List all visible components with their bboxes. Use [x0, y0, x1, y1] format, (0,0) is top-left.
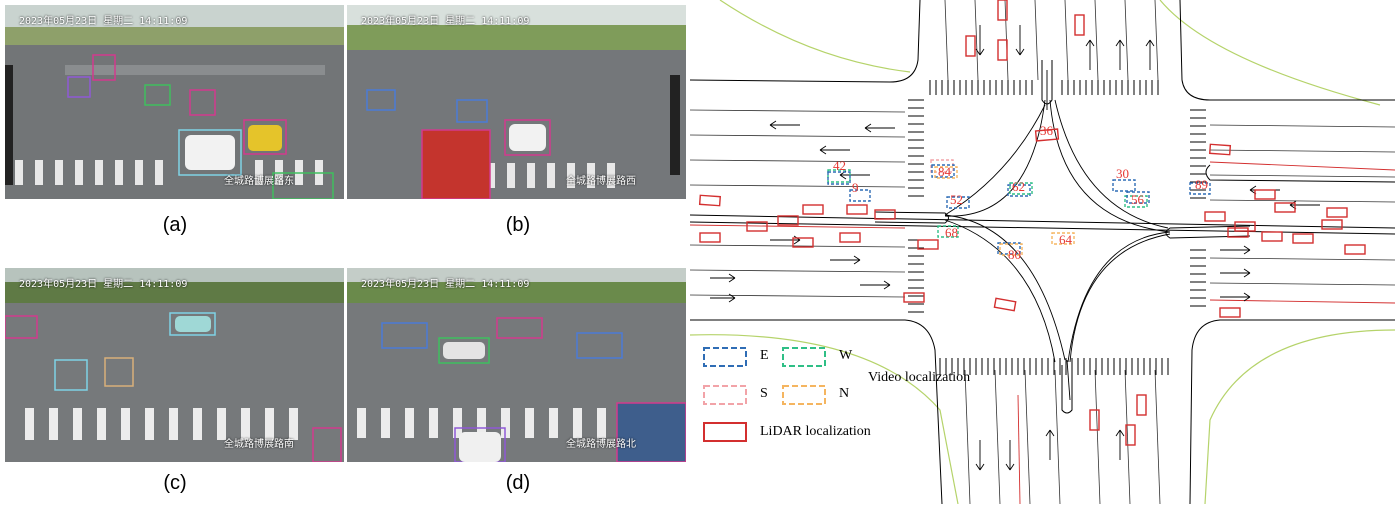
video-id-label: 56 — [1131, 192, 1145, 207]
legend-label-video: Video localization — [868, 370, 971, 385]
legend-label-lidar: LiDAR localization — [760, 424, 871, 439]
camera-timestamp: 2023年05月23日 星期二 14:11:09 — [361, 279, 530, 290]
turn-paths — [944, 70, 1171, 401]
lane-lines — [689, 0, 1395, 505]
camera-watermark: 全城路博展路南 — [224, 439, 294, 450]
legend-swatch-lidar — [703, 422, 747, 442]
intersection-map-svg: 42 9 84 52 62 36 68 80 64 30 56 89 — [689, 0, 1395, 505]
camera-watermark: 全城路博展路北 — [566, 439, 636, 450]
video-id-label: 89 — [1195, 177, 1208, 192]
legend-swatch-west — [782, 347, 826, 367]
video-id-label: 36 — [1040, 123, 1054, 138]
camera-watermark: 全城路博展路东 — [224, 176, 294, 187]
video-id-label: 68 — [945, 225, 958, 240]
road-boundary-green — [689, 0, 1395, 505]
legend-label-west: W — [839, 348, 853, 363]
video-id-label: 30 — [1116, 166, 1129, 181]
camera-view-a: 2023年05月23日 星期二 14:11:09 全城路博展路东 — [5, 5, 344, 199]
caption-b: (b) — [505, 214, 531, 236]
video-id-label: 64 — [1059, 232, 1073, 247]
intersection-map: 42 9 84 52 62 36 68 80 64 30 56 89 E W S… — [689, 0, 1395, 505]
legend-label-south: S — [760, 386, 768, 401]
video-id-label: 84 — [938, 164, 952, 179]
camera-timestamp: 2023年05月23日 星期二 14:11:09 — [19, 16, 188, 27]
video-id-label: 9 — [852, 180, 859, 195]
camera-scene-b — [347, 5, 686, 199]
camera-view-d: 2023年05月23日 星期二 14:11:09 全城路博展路北 — [347, 268, 686, 462]
caption-d: (d) — [505, 472, 531, 494]
crosswalks — [908, 80, 1206, 375]
video-boxes — [827, 159, 1211, 256]
caption-c: (c) — [163, 472, 187, 494]
legend-swatch-north — [782, 385, 826, 405]
video-id-label: 42 — [833, 158, 846, 173]
legend-label-east: E — [760, 348, 769, 363]
camera-view-b: 2023年05月23日 星期二 14:11:09 全城路博展路西 — [347, 5, 686, 199]
video-ids: 42 9 84 52 62 36 68 80 64 30 56 89 — [833, 123, 1208, 262]
lidar-boxes — [698, 0, 1366, 446]
video-id-label: 52 — [950, 192, 963, 207]
camera-view-c: 2023年05月23日 星期二 14:11:09 全城路博展路南 — [5, 268, 344, 462]
camera-scene-d — [347, 268, 686, 462]
legend-swatch-east — [703, 347, 747, 367]
legend-swatches — [703, 347, 826, 405]
red-separators — [689, 161, 1395, 505]
camera-scene-c — [5, 268, 344, 462]
caption-a: (a) — [162, 214, 188, 236]
lane-arrows — [710, 25, 1320, 471]
legend-label-north: N — [839, 386, 850, 401]
camera-timestamp: 2023年05月23日 星期二 14:11:09 — [361, 16, 530, 27]
camera-scene-a — [5, 5, 344, 199]
camera-timestamp: 2023年05月23日 星期二 14:11:09 — [19, 279, 188, 290]
video-id-label: 62 — [1012, 179, 1025, 194]
video-id-label: 80 — [1008, 247, 1021, 262]
legend-swatch-south — [703, 385, 747, 405]
medians — [874, 60, 1395, 414]
camera-watermark: 全城路博展路西 — [566, 176, 636, 187]
